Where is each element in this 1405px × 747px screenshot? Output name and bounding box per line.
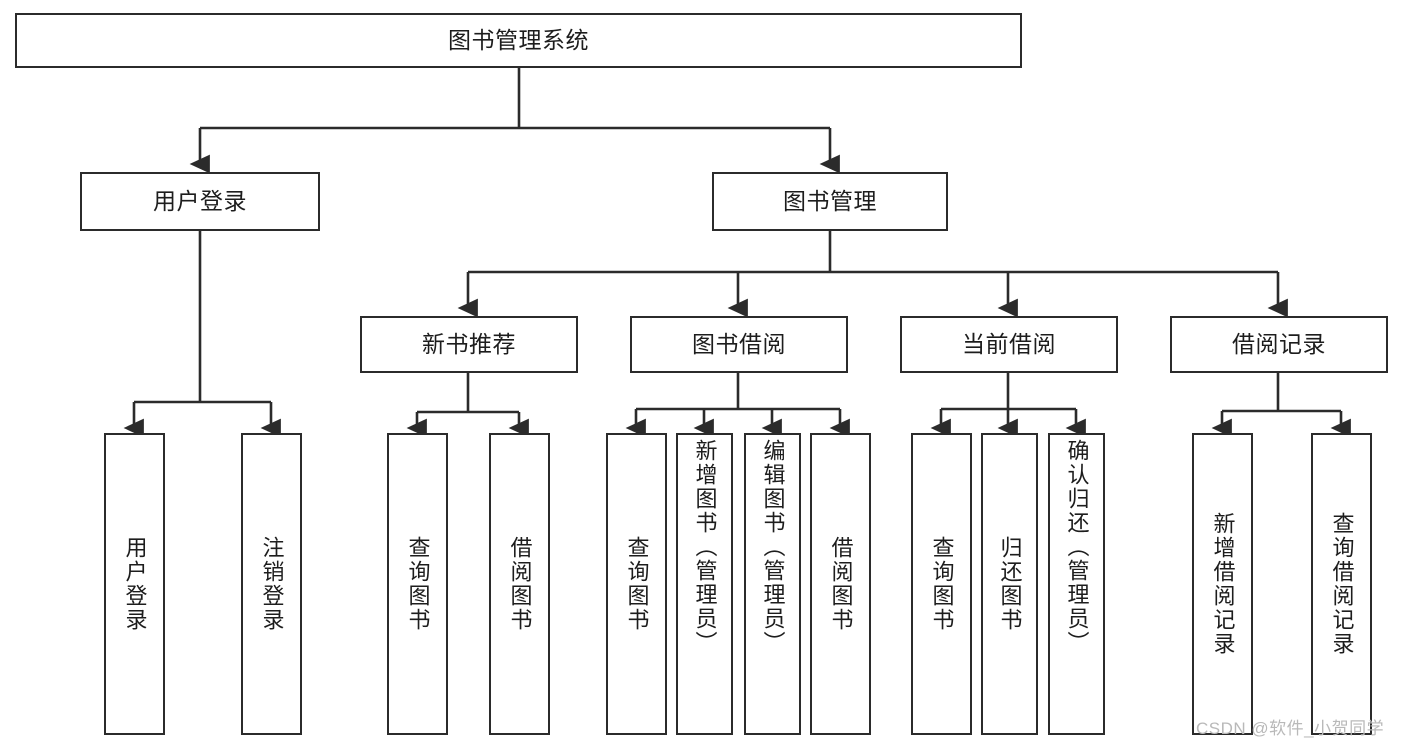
node-label: 确认归还（管理员） — [1064, 439, 1090, 655]
node-label: 借阅图书 — [507, 536, 533, 632]
leaf-confirm-return-admin[interactable]: 确认归还（管理员） — [1048, 433, 1105, 735]
leaf-borrow-book[interactable]: 借阅图书 — [810, 433, 871, 735]
node-label: 借阅图书 — [828, 536, 854, 632]
leaf-logout[interactable]: 注销登录 — [241, 433, 302, 735]
leaf-user-login[interactable]: 用户登录 — [104, 433, 165, 735]
node-label: 当前借阅 — [962, 330, 1056, 357]
node-user-login[interactable]: 用户登录 — [80, 172, 320, 231]
node-label: 查询图书 — [405, 536, 431, 632]
node-label: 图书管理 — [783, 187, 877, 214]
node-new-book-recommend[interactable]: 新书推荐 — [360, 316, 578, 373]
leaf-query-borrow-record[interactable]: 查询借阅记录 — [1311, 433, 1372, 735]
leaf-borrow-book-recommend[interactable]: 借阅图书 — [489, 433, 550, 735]
node-label: 查询图书 — [624, 536, 650, 632]
leaf-query-book-current[interactable]: 查询图书 — [911, 433, 972, 735]
node-label: 用户登录 — [122, 536, 148, 632]
leaf-query-book-borrow[interactable]: 查询图书 — [606, 433, 667, 735]
node-label: 查询借阅记录 — [1329, 512, 1355, 656]
node-book-management[interactable]: 图书管理 — [712, 172, 948, 231]
leaf-edit-book-admin[interactable]: 编辑图书（管理员） — [744, 433, 801, 735]
node-label: 编辑图书（管理员） — [760, 439, 786, 655]
node-label: 归还图书 — [997, 536, 1023, 632]
node-label: 注销登录 — [259, 536, 285, 632]
node-label: 查询图书 — [929, 536, 955, 632]
leaf-return-book[interactable]: 归还图书 — [981, 433, 1038, 735]
node-label: 用户登录 — [153, 187, 247, 214]
node-current-borrow[interactable]: 当前借阅 — [900, 316, 1118, 373]
node-label: 借阅记录 — [1232, 330, 1326, 357]
node-root-book-management-system[interactable]: 图书管理系统 — [15, 13, 1022, 68]
leaf-add-book-admin[interactable]: 新增图书（管理员） — [676, 433, 733, 735]
node-book-borrow[interactable]: 图书借阅 — [630, 316, 848, 373]
leaf-add-borrow-record[interactable]: 新增借阅记录 — [1192, 433, 1253, 735]
leaf-query-book-recommend[interactable]: 查询图书 — [387, 433, 448, 735]
node-label: 新增借阅记录 — [1210, 512, 1236, 656]
node-label: 图书借阅 — [692, 330, 786, 357]
node-borrow-record[interactable]: 借阅记录 — [1170, 316, 1388, 373]
node-label: 新书推荐 — [422, 330, 516, 357]
node-label: 图书管理系统 — [448, 26, 589, 53]
node-label: 新增图书（管理员） — [692, 439, 718, 655]
